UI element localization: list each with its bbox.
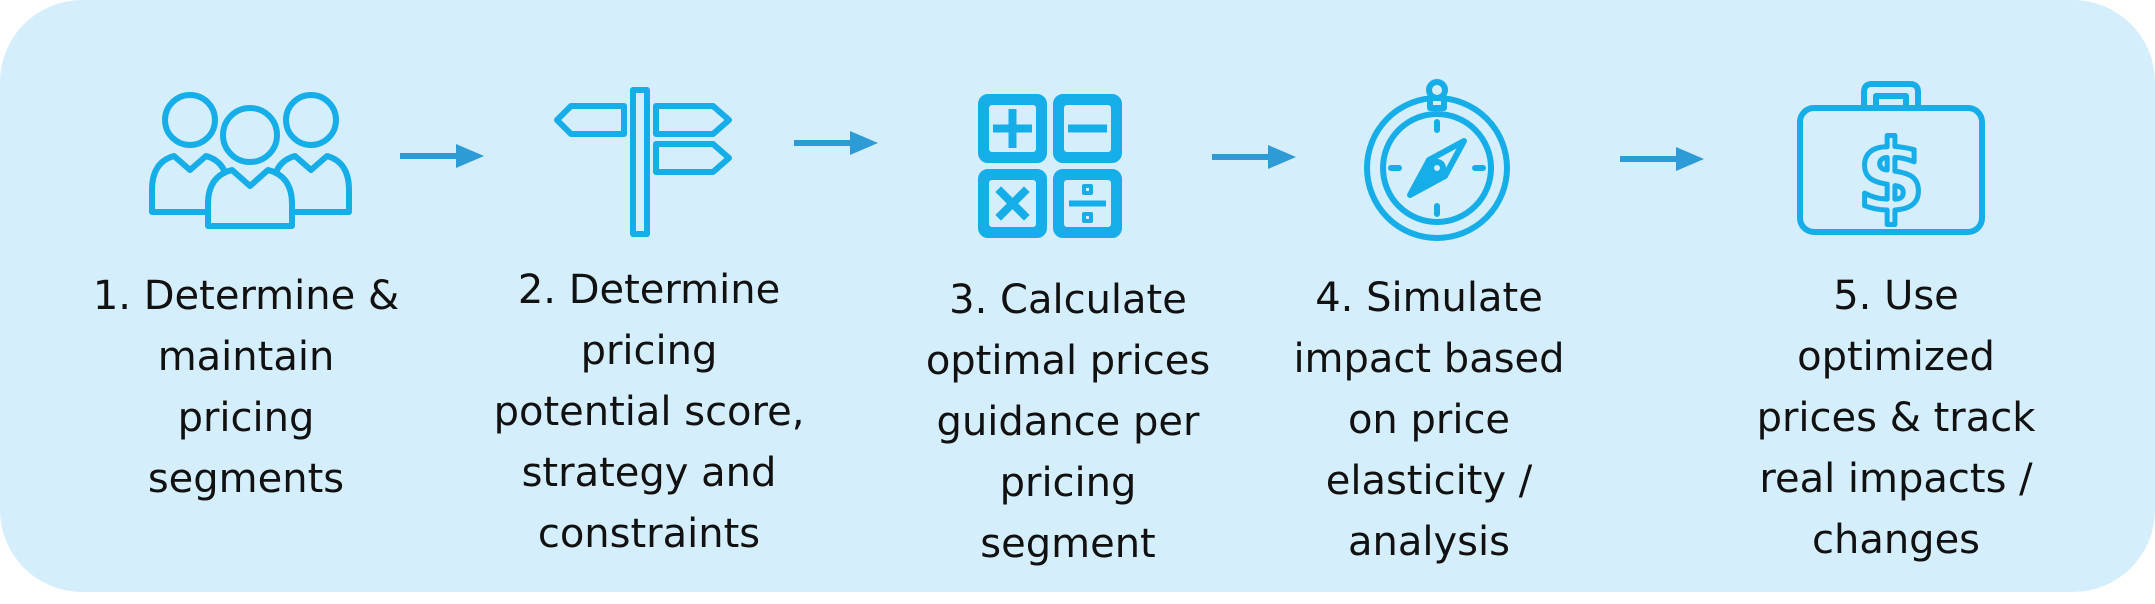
signpost-icon [553, 86, 733, 238]
step-5-label: 5. Use optimized prices & track real imp… [1757, 266, 2036, 571]
step-3-label: 3. Calculate optimal prices guidance per… [926, 270, 1210, 575]
step-2-line: strategy and [521, 450, 777, 496]
step-5-line: optimized [1797, 334, 1995, 380]
step-4-label: 4. Simulate impact based on price elasti… [1293, 268, 1564, 573]
step-3-line: 3. Calculate [949, 277, 1187, 323]
svg-text:$: $ [1857, 120, 1925, 234]
step-1-line: segments [147, 456, 345, 502]
step-1-label: 1. Determine & maintain pricing segments [93, 266, 399, 510]
step-4-line: analysis [1348, 519, 1510, 565]
step-3-line: segment [980, 521, 1156, 567]
compass-icon [1362, 78, 1512, 244]
step-5-line: prices & track [1756, 395, 2036, 441]
step-2-line: constraints [537, 511, 761, 557]
step-4-line: on price [1347, 397, 1511, 443]
calculator-icon [977, 93, 1123, 239]
step-4-line: 4. Simulate [1315, 275, 1543, 321]
arrow-right-icon [400, 140, 484, 172]
step-2-line: pricing [580, 328, 718, 374]
step-3-line: guidance per [936, 399, 1200, 445]
arrow-right-icon [794, 127, 878, 159]
people-group-icon [148, 90, 353, 230]
step-5-line: 5. Use [1833, 273, 1959, 319]
money-briefcase-icon: $ [1796, 78, 1986, 238]
step-2-line: potential score, [493, 389, 805, 435]
step-1-line: 1. Determine & [92, 273, 400, 319]
step-1-line: pricing [177, 395, 315, 441]
step-3-line: optimal prices [925, 338, 1211, 384]
arrow-right-icon [1620, 143, 1704, 175]
step-4-line: impact based [1293, 336, 1565, 382]
step-5-line: changes [1811, 517, 1981, 563]
step-1-line: maintain [157, 334, 335, 380]
step-3-line: pricing [999, 460, 1137, 506]
step-2-label: 2. Determine pricing potential score, st… [494, 260, 805, 565]
step-2-line: 2. Determine [517, 267, 781, 313]
arrow-right-icon [1212, 141, 1296, 173]
step-4-line: elasticity / [1325, 458, 1533, 504]
step-5-line: real impacts / [1759, 456, 2033, 502]
